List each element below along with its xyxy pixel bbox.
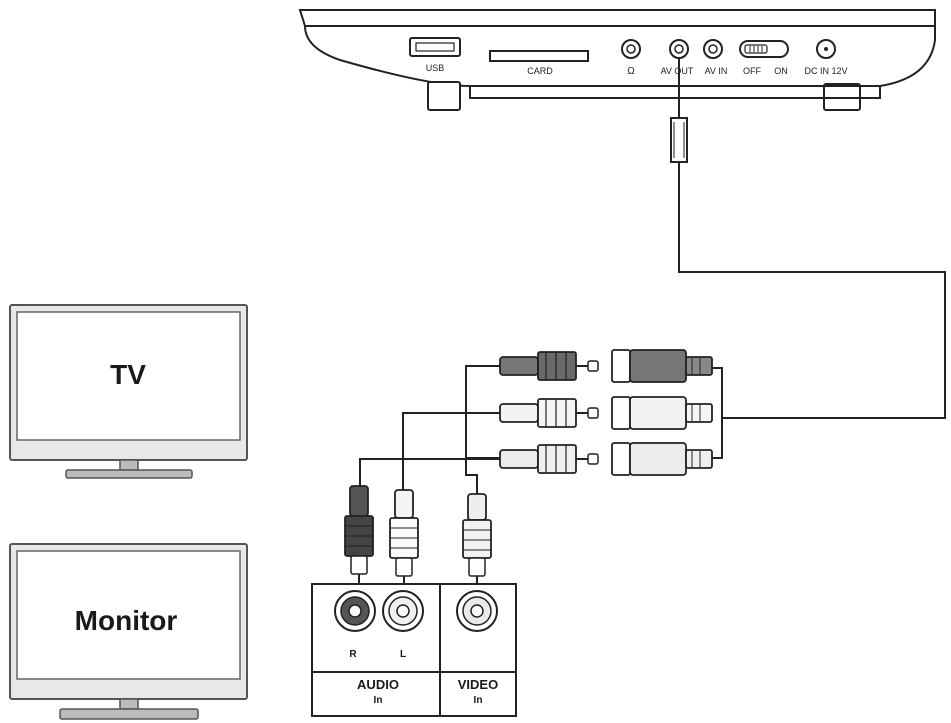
audio-in-label: In	[374, 695, 383, 706]
usb-port-icon	[409, 37, 461, 57]
audio-r-label: R	[349, 649, 357, 660]
rca-jack-white-right	[629, 396, 687, 430]
player-body	[303, 25, 936, 87]
av-in-label: AV IN	[705, 66, 728, 76]
player-foot-left	[427, 81, 461, 111]
minijack-plug-icon	[670, 117, 688, 163]
rca-pair-red	[465, 349, 713, 458]
dc-in-label: DC IN 12V	[804, 66, 847, 76]
rca-pair-white	[402, 396, 713, 490]
rca-jack-red-right	[629, 349, 687, 383]
player-lid	[298, 9, 936, 27]
vertical-plug-red	[344, 485, 374, 590]
audio-label: AUDIO	[357, 677, 399, 692]
tv-label: TV	[110, 359, 146, 390]
tv-input-panel: R L AUDIO In VIDEO In	[311, 583, 517, 717]
monitor-stand	[59, 708, 199, 720]
rca-pair-yellow	[466, 442, 713, 476]
vertical-plug-yellow	[462, 493, 492, 590]
tv-device: TV	[9, 304, 248, 479]
rca-jack-yellow-right	[629, 442, 687, 476]
rca-plug-white-left	[499, 403, 539, 423]
card-label: CARD	[527, 66, 553, 76]
headphone-label: Ω	[627, 66, 635, 77]
dvd-player: USB CARD Ω AV OUT AV IN OFF ON DC IN 12V	[298, 9, 936, 111]
monitor-device: Monitor	[9, 543, 248, 720]
card-slot-icon	[489, 50, 589, 62]
video-label: VIDEO	[458, 677, 498, 692]
on-label: ON	[774, 66, 788, 76]
monitor-screen	[16, 550, 241, 680]
tv-screen	[16, 311, 241, 441]
video-in-label: In	[474, 695, 483, 706]
monitor-label: Monitor	[75, 605, 178, 636]
av-cable	[670, 58, 946, 459]
vertical-plug-white	[389, 489, 419, 590]
usb-label: USB	[426, 63, 445, 73]
rca-plug-red-left	[499, 356, 539, 376]
av-out-label: AV OUT	[661, 66, 694, 76]
off-label: OFF	[743, 66, 761, 76]
tv-stand	[65, 469, 193, 479]
rca-plug-yellow-left	[499, 449, 539, 469]
audio-l-label: L	[400, 649, 406, 660]
